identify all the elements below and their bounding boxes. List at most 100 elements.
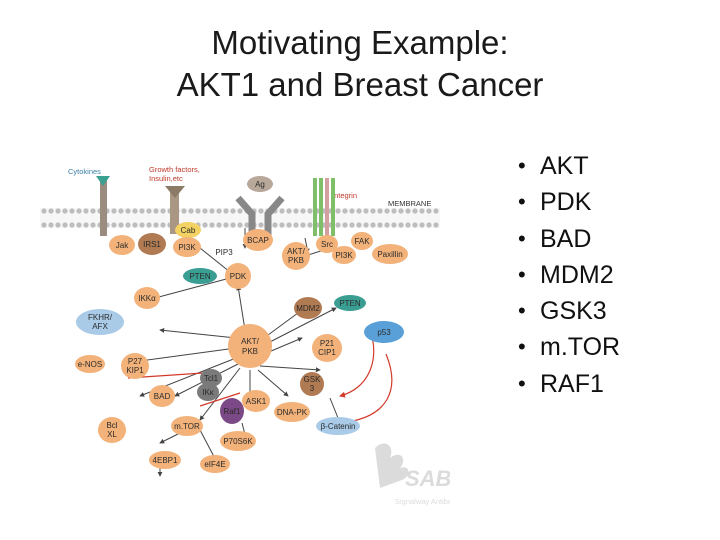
lipid-head [384, 208, 389, 213]
lipid-head [433, 222, 438, 227]
node-fak-label: FAK [354, 237, 370, 246]
title-line-2: AKT1 and Breast Cancer [0, 64, 720, 106]
lipid-head [125, 208, 130, 213]
node-p53: p53 [364, 321, 404, 343]
growth-factors-label: Growth factors, [149, 165, 200, 174]
node-irs1: IRS1 [138, 233, 166, 255]
node-pdk: PDK [225, 263, 251, 289]
lipid-head [335, 222, 340, 227]
lipid-head [237, 208, 242, 213]
lipid-head [370, 208, 375, 213]
lipid-head [300, 222, 305, 227]
node-pi3k-2: PI3K [332, 246, 356, 264]
lipid-head [391, 222, 396, 227]
lipid-head [139, 208, 144, 213]
lipid-head [342, 208, 347, 213]
bullet-item: GSK3 [518, 293, 620, 329]
ag-label: Ag [255, 180, 265, 189]
node-pip3: PIP3 [215, 248, 233, 257]
lipid-head [146, 208, 151, 213]
lipid-head [230, 222, 235, 227]
lipid-head [48, 222, 53, 227]
node-fkhr-line2: AFX [92, 322, 108, 331]
node-mdm2-label: MDM2 [296, 304, 320, 313]
insulin-label: Insulin,etc [149, 174, 183, 183]
node-pi3k-2-label: PI3K [335, 251, 353, 260]
node-p21-line2: CIP1 [318, 348, 336, 357]
node-gsk3: GSK 3 [300, 372, 324, 396]
lipid-head [139, 222, 144, 227]
watermark-text: Signalway Antibody [395, 497, 450, 506]
lipid-head [419, 208, 424, 213]
lipid-head [132, 222, 137, 227]
node-pten-1-label: PTEN [189, 272, 211, 281]
node-p27: P27 KIP1 [121, 353, 149, 379]
node-akt-pkb-center: AKT/ PKB [228, 324, 272, 368]
node-p70s6k-label: P70S6K [223, 437, 253, 446]
lipid-head [153, 222, 158, 227]
node-akt-top-line2: PKB [288, 256, 304, 265]
lipid-head [111, 222, 116, 227]
node-p21-line1: P21 [320, 339, 335, 348]
node-mtor: m.TOR [171, 416, 203, 436]
node-enos-label: e-NOS [78, 360, 102, 369]
node-beta-catenin: β-Catenin [316, 417, 360, 435]
lipid-head [293, 208, 298, 213]
lipid-head [279, 208, 284, 213]
node-ask1: ASK1 [242, 390, 270, 412]
node-bad-label: BAD [154, 392, 171, 401]
lipid-head [90, 222, 95, 227]
lipid-head [195, 208, 200, 213]
lipid-head [377, 208, 382, 213]
akt-pathway-diagram: Cytokines Growth factors, Insulin,etc In… [40, 158, 450, 520]
node-beta-catenin-label: β-Catenin [321, 422, 356, 431]
bullet-item: m.TOR [518, 329, 620, 365]
node-akt-pkb-top: AKT/ PKB [282, 242, 310, 270]
node-p21: P21 CIP1 [312, 334, 342, 362]
lipid-head [426, 222, 431, 227]
node-pi3k: PI3K [173, 237, 201, 257]
lipid-head [405, 222, 410, 227]
lipid-head [300, 208, 305, 213]
lipid-head [90, 208, 95, 213]
bullet-item: RAF1 [518, 366, 620, 402]
node-ask1-label: ASK1 [246, 397, 267, 406]
lipid-head [230, 208, 235, 213]
lipid-head [62, 208, 67, 213]
membrane-label: MEMBRANE [388, 199, 431, 208]
node-pten-2: PTEN [334, 295, 366, 311]
lipid-head [237, 222, 242, 227]
node-src-label: Src [321, 240, 333, 249]
lipid-head [146, 222, 151, 227]
lipid-head [286, 208, 291, 213]
node-fkhr: FKHR/ AFX [76, 309, 124, 335]
lipid-head [342, 222, 347, 227]
bullet-item: BAD [518, 221, 620, 257]
node-jak: Jak [109, 235, 135, 255]
node-p53-label: p53 [377, 328, 391, 337]
lipid-head [356, 222, 361, 227]
lipid-head [111, 208, 116, 213]
lipid-head [258, 222, 263, 227]
lipid-head [181, 208, 186, 213]
title-line-1: Motivating Example: [0, 22, 720, 64]
lipid-head [48, 208, 53, 213]
lipid-head [153, 208, 158, 213]
node-akt-center-line2: PKB [242, 347, 258, 356]
lipid-head [55, 222, 60, 227]
node-gsk3-line1: GSK [304, 375, 322, 384]
node-fak: FAK [351, 232, 373, 250]
lipid-head [216, 222, 221, 227]
node-4ebp1-label: 4EBP1 [153, 456, 178, 465]
lipid-head [279, 222, 284, 227]
node-ikc: IKκ [197, 383, 219, 401]
node-bcap-label: BCAP [247, 236, 269, 245]
lipid-head [286, 222, 291, 227]
node-raf1-label: Raf1 [224, 407, 241, 416]
bullet-item: MDM2 [518, 257, 620, 293]
lipid-head [209, 222, 214, 227]
slide-title: Motivating Example: AKT1 and Breast Canc… [0, 22, 720, 106]
node-pdk-label: PDK [230, 272, 247, 281]
lipid-head [118, 208, 123, 213]
node-irs1-label: IRS1 [143, 240, 161, 249]
